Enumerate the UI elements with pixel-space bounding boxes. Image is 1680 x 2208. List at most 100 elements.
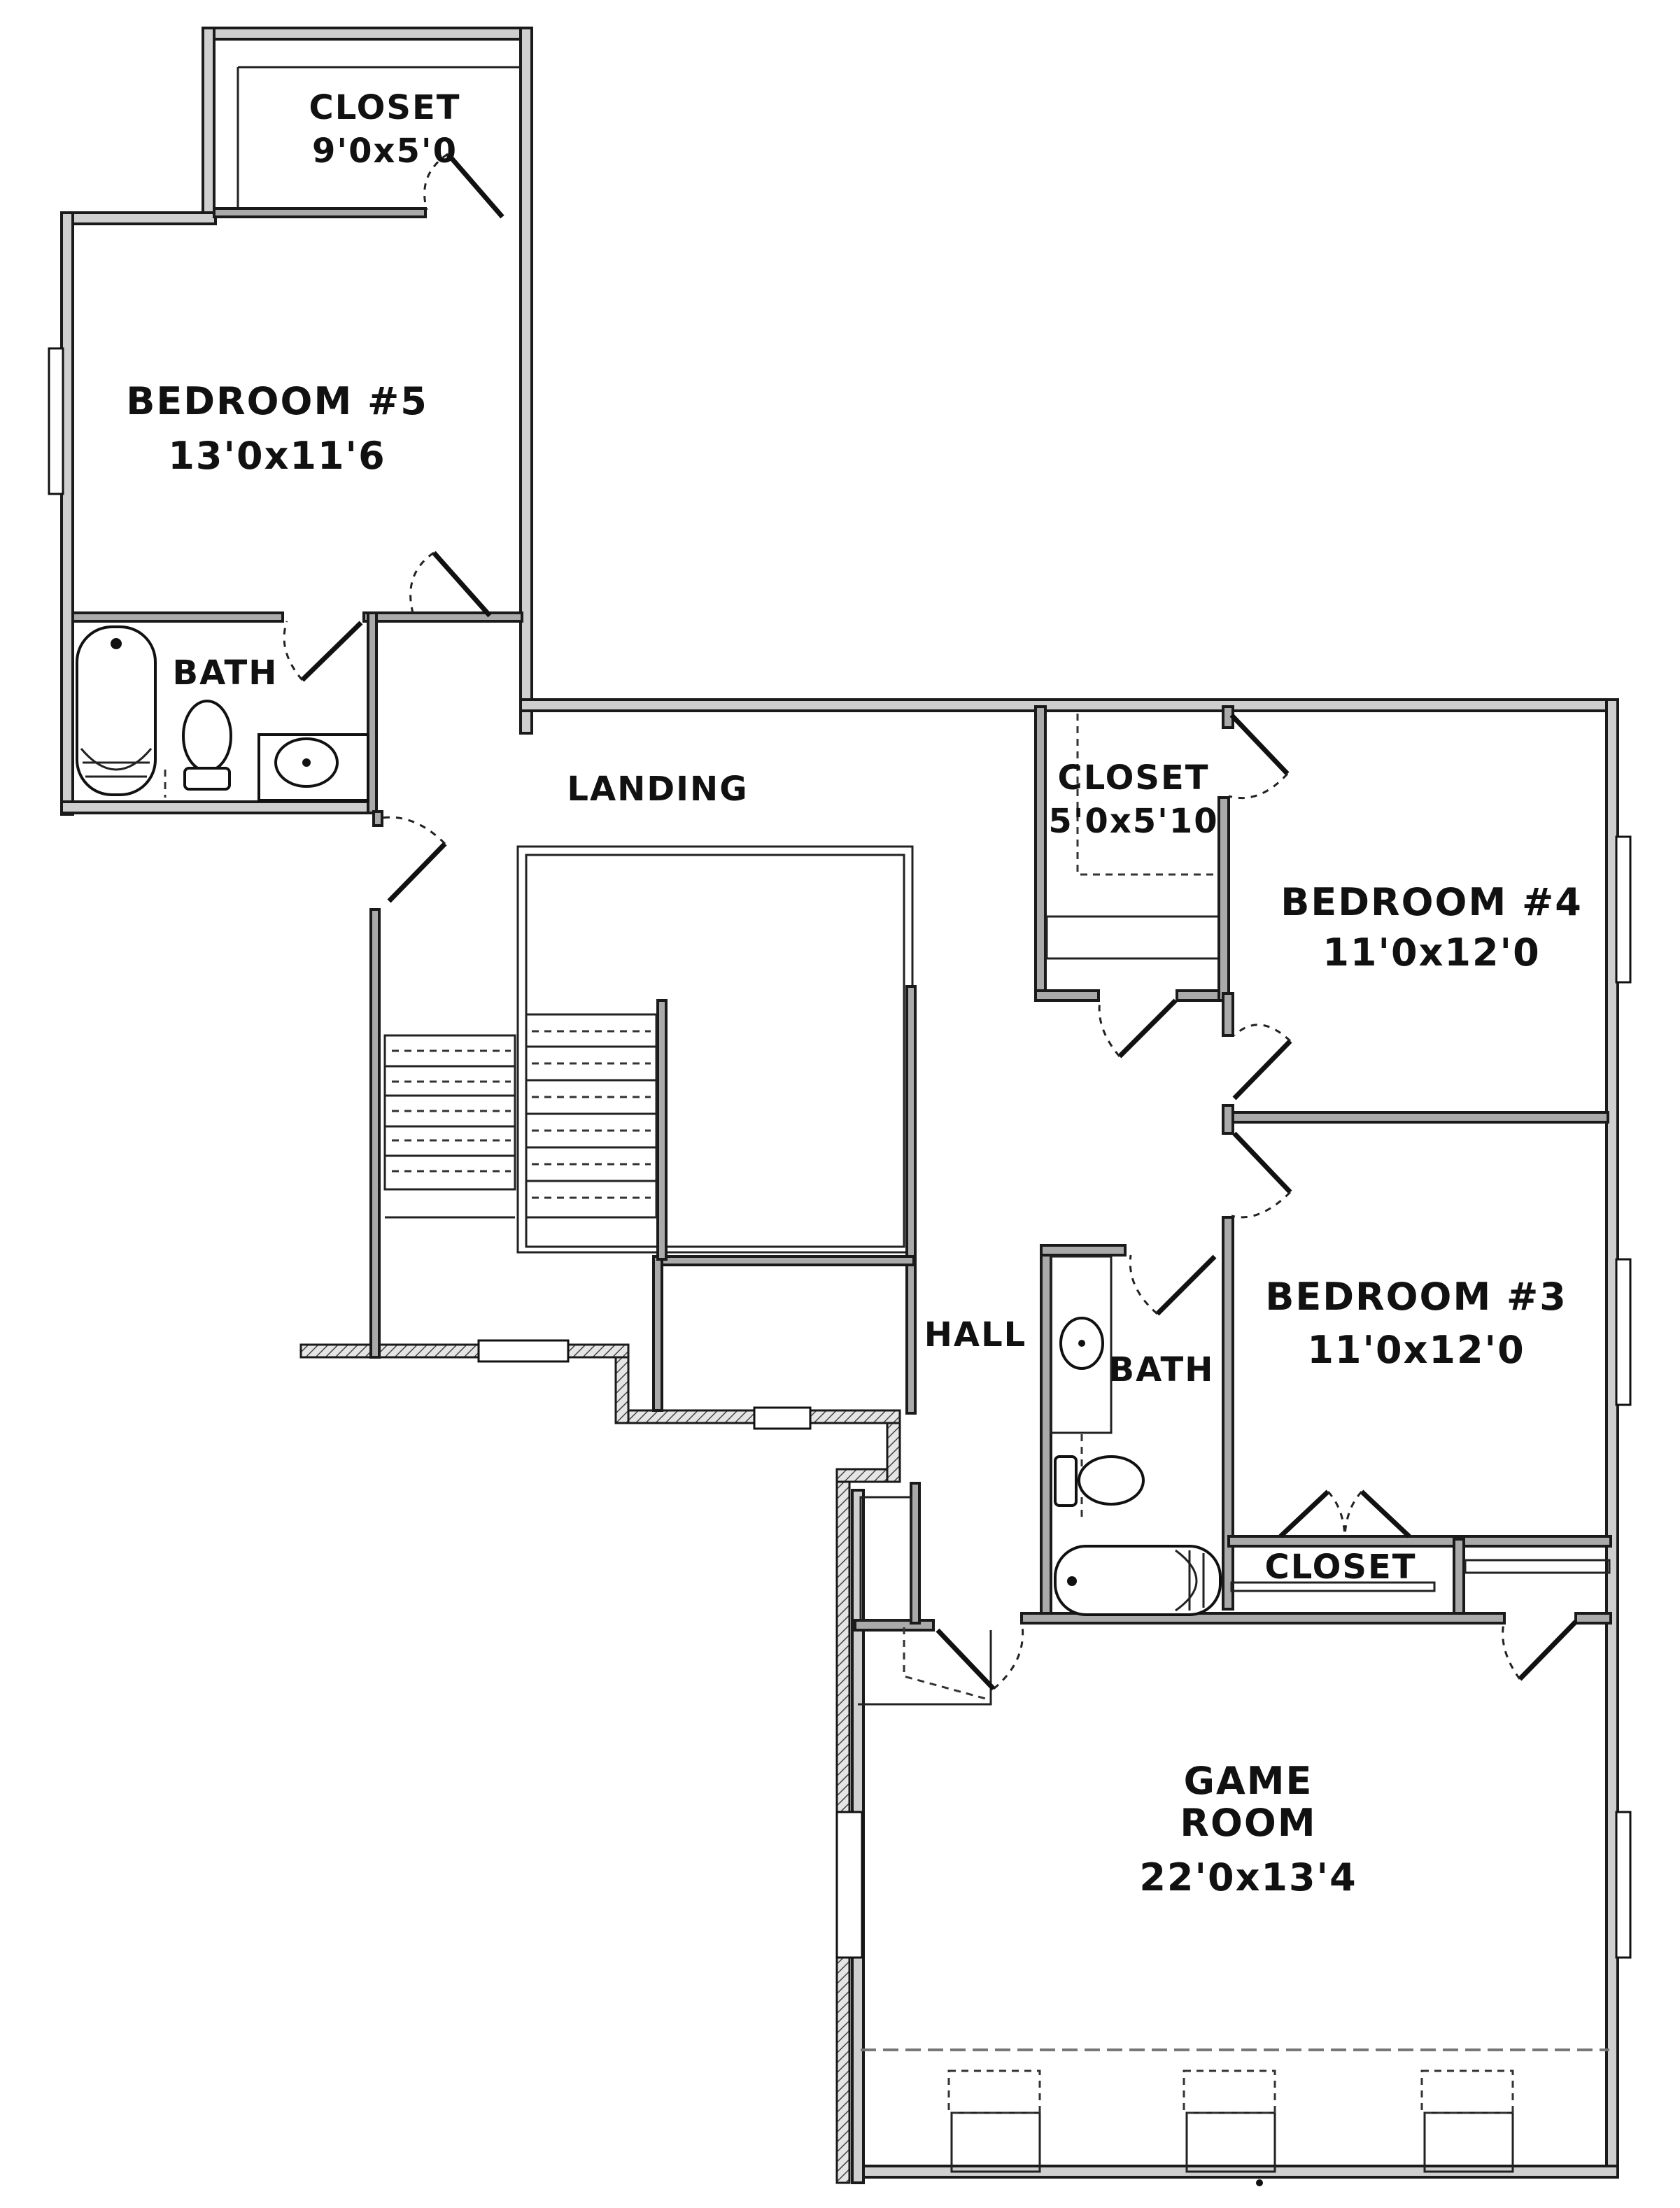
wall-closet3-top	[1227, 1535, 1612, 1548]
bath-upper-label: BATH	[173, 653, 278, 693]
bay-window-3	[1423, 2111, 1514, 2173]
door-closet4-swing	[1228, 772, 1289, 800]
closet4-shelf-dash	[1076, 714, 1217, 876]
game-room-label-line1: GAME	[1184, 1759, 1313, 1803]
tub-lower-faucet-icon	[1067, 1576, 1077, 1586]
sink-lower-drain	[1078, 1340, 1085, 1347]
game-room-label-line2: ROOM	[1180, 1801, 1316, 1845]
door-bed4	[1232, 1039, 1292, 1101]
bay-window-2	[1185, 2111, 1276, 2173]
wall-hall-west	[910, 1482, 921, 1625]
door-closet3b-swing	[1502, 1620, 1521, 1680]
bedroom3-label: BEDROOM #3	[1265, 1275, 1567, 1319]
door-landing-swing	[377, 816, 446, 845]
wall-closet4-right	[1217, 796, 1230, 1002]
window-bed3	[1615, 1258, 1632, 1406]
wall-bed3-west	[1222, 1216, 1234, 1611]
door-game-swing	[993, 1620, 1024, 1690]
door-bed4-swing	[1233, 1024, 1292, 1042]
door-game	[936, 1628, 996, 1691]
bathtub-upper-drain	[80, 748, 153, 778]
wall-bed4-bed3	[1223, 1111, 1609, 1124]
stair-well-outline	[516, 845, 914, 1254]
hall-label: HALL	[924, 1315, 1027, 1354]
linen-shelf	[1045, 915, 1224, 960]
door-landing	[387, 842, 447, 903]
bathtub-lower-drain	[1175, 1549, 1205, 1612]
bedroom4-label: BEDROOM #4	[1280, 880, 1583, 924]
door-closet3-left	[1278, 1489, 1330, 1538]
lower-treads	[385, 1065, 515, 1157]
wall-upper-long	[519, 698, 1619, 712]
bay-window-3-dash	[1420, 2069, 1514, 2114]
vanity-counter	[1050, 1255, 1113, 1434]
door-linen-swing	[1098, 1000, 1121, 1057]
wall-stair-east	[905, 985, 917, 1415]
wall-bath2-top	[1040, 1244, 1127, 1257]
game-room-size: 22'0x13'4	[1139, 1855, 1357, 1899]
toilet-upper-icon	[182, 700, 232, 772]
window-stair	[477, 1339, 570, 1363]
toilet-lower-tank	[1054, 1455, 1078, 1507]
closet-top-size: 9'0x5'0	[312, 132, 458, 171]
stair-landing-lines	[385, 1188, 515, 1219]
bay-windows	[861, 2048, 1609, 2173]
door-bed3-swing	[1231, 1191, 1292, 1219]
wall-closet-left	[202, 27, 216, 217]
wall-closet4-bottom-left	[1034, 989, 1100, 1002]
wall-stair-west	[369, 908, 381, 1359]
wall-closet4-left	[1034, 705, 1047, 1002]
wall-hatched-notch	[614, 1356, 630, 1424]
bathtub-upper-icon	[76, 625, 157, 796]
door-bath-lower	[1155, 1254, 1217, 1316]
bath-lower-label: BATH	[1109, 1350, 1215, 1389]
closet-bed4-size: 5'0x5'10	[1048, 802, 1218, 841]
sink-upper-drain	[302, 758, 311, 767]
wall-closet3-divider	[1453, 1538, 1465, 1625]
door-bed3	[1232, 1131, 1292, 1194]
toilet-upper-tank	[183, 767, 231, 791]
wall-bed3-west-top	[1222, 1104, 1234, 1135]
bay-window-1-dash	[947, 2069, 1041, 2114]
door-bath-upper-swing	[283, 621, 304, 681]
door-bed5-swing	[409, 551, 435, 614]
wall-stair-center	[656, 999, 668, 1261]
closet-top-label: CLOSET	[309, 88, 460, 127]
hall-chase-line	[858, 1630, 992, 1706]
closet3b-shelf	[1464, 1559, 1611, 1574]
staircase	[383, 1013, 658, 1219]
window-game-east	[1615, 1811, 1632, 1959]
wall-bath2-west	[1040, 1244, 1052, 1625]
fixtures	[76, 625, 1263, 2186]
closet-bed4-label: CLOSET	[1057, 758, 1209, 798]
wall-game-top-left	[854, 1619, 935, 1632]
wall-storage-left	[652, 1255, 663, 1412]
window-storage	[753, 1406, 812, 1430]
wall-bed5-left	[60, 211, 74, 816]
hose-bib-icon	[1256, 2179, 1263, 2186]
bedroom5-label: BEDROOM #5	[126, 379, 428, 423]
wall-closet-top	[202, 27, 533, 41]
window-game-west	[835, 1811, 863, 1959]
bay-window-1	[950, 2111, 1041, 2173]
bedroom4-size: 11'0x12'0	[1322, 930, 1540, 975]
window-bed4	[1615, 835, 1632, 984]
tub-faucet-icon	[111, 638, 122, 649]
door-closet3b	[1518, 1620, 1578, 1681]
hall-angle-dash	[903, 1627, 991, 1701]
wall-bed5-landing	[362, 611, 523, 623]
doors	[283, 152, 1578, 1691]
wall-bed5-top-left	[60, 211, 217, 225]
bedroom5-size: 13'0x11'6	[168, 434, 386, 478]
closet-shelf-line	[237, 66, 521, 210]
lower-tread-dashes	[392, 1049, 511, 1173]
bay-window-2-dash	[1183, 2069, 1276, 2114]
lower-stair-flight	[383, 1034, 516, 1191]
wall-landing-stub	[372, 810, 383, 827]
wall-hatched-stair-south	[299, 1343, 630, 1359]
wall-bed5-right	[519, 27, 533, 735]
toilet-lower-icon	[1078, 1455, 1145, 1506]
door-closet3-swing	[1327, 1490, 1363, 1537]
wall-storage-top	[656, 1255, 915, 1266]
